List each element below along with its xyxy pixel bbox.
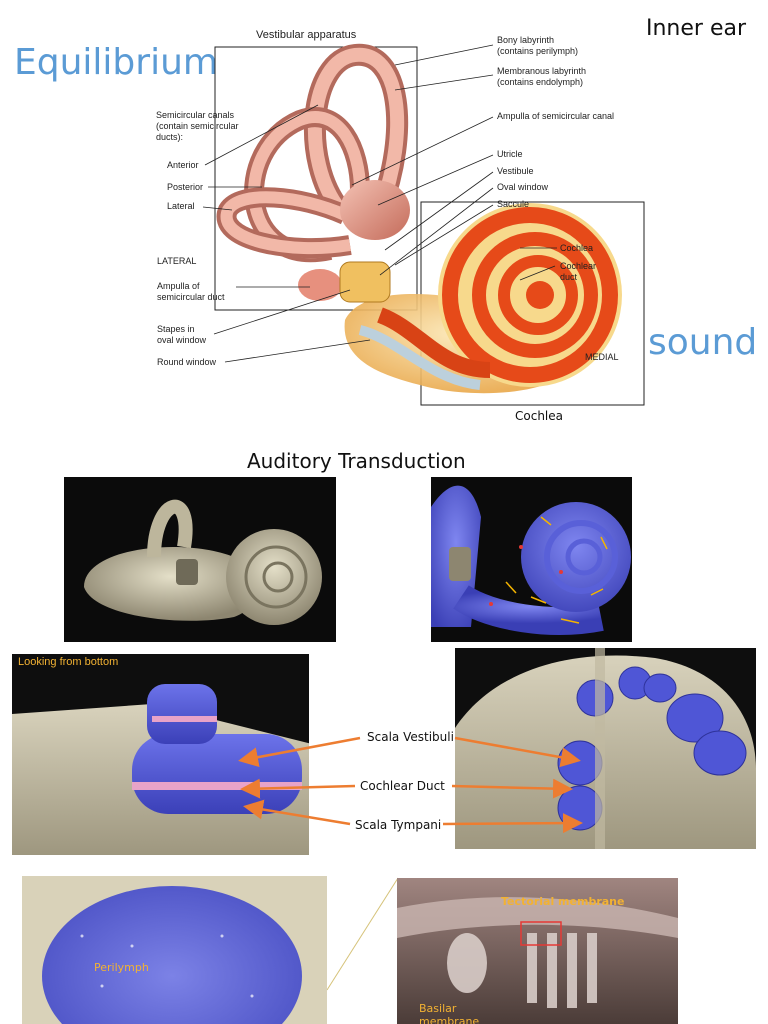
ampulla-canal-label: Ampulla of semicircular canal xyxy=(497,111,615,121)
utricle-label: Utricle xyxy=(497,149,523,159)
vestibular-apparatus-label: Vestibular apparatus xyxy=(256,29,357,41)
tectorial-membrane-label: Tectorial membrane xyxy=(501,895,625,908)
basilar-membrane-label: Basilar membrane xyxy=(419,1002,480,1024)
equilibrium-heading: Equilibrium xyxy=(14,42,218,83)
cochlea-spiral xyxy=(438,203,622,387)
scala-tympani-label: Scala Tympani xyxy=(355,818,442,832)
organ-of-corti-image: Tectorial membrane Basilar membrane xyxy=(397,878,678,1024)
looking-from-bottom-label: Looking from bottom xyxy=(18,656,119,668)
sound-heading: sound xyxy=(648,322,758,363)
cochlea-caption: Cochlea xyxy=(515,409,563,423)
bony-labyrinth-label: Bony labyrinth (contains perilymph) xyxy=(497,35,579,56)
utricle-shape xyxy=(340,180,410,240)
perilymph-label: Perilymph xyxy=(94,961,149,974)
round-window-label: Round window xyxy=(157,357,217,367)
ampulla-shape xyxy=(298,269,342,301)
fluid-flow-image xyxy=(431,477,632,642)
cochlear-tube xyxy=(376,307,491,378)
ampulla-duct-label: Ampulla of semicircular duct xyxy=(157,281,225,302)
membranous-labyrinth-label: Membranous labyrinth (contains endolymph… xyxy=(497,66,587,87)
anterior-label: Anterior xyxy=(167,160,199,170)
inner-ear-heading: Inner ear xyxy=(646,16,747,41)
cochlea-bottom-view-image: Looking from bottom xyxy=(12,654,309,855)
vestibule-label: Vestibule xyxy=(497,166,534,176)
lateral-orientation-label: LATERAL xyxy=(157,256,197,266)
oval-window-label: Oval window xyxy=(497,182,549,192)
scala-vestibuli-label: Scala Vestibuli xyxy=(367,730,454,744)
lateral-canal-label: Lateral xyxy=(167,201,195,211)
bony-cochlea-image xyxy=(64,477,336,642)
auditory-transduction-title: Auditory Transduction xyxy=(247,449,466,473)
cochlear-duct-label: Cochlear duct xyxy=(560,261,597,282)
cochlea-cross-section-image xyxy=(455,648,756,849)
cochlea-label: Cochlea xyxy=(560,243,594,253)
stapes-shape xyxy=(339,261,391,303)
perilymph-image: Perilymph xyxy=(22,876,327,1024)
saccule-label: Saccule xyxy=(497,199,530,209)
inner-ear-diagram xyxy=(202,43,645,406)
cochlear-duct-center-label: Cochlear Duct xyxy=(360,779,445,793)
medial-label: MEDIAL xyxy=(585,352,619,362)
posterior-label: Posterior xyxy=(167,182,204,192)
vestibular-box xyxy=(214,46,418,311)
semicircular-canals-label: Semicircular canals (contain semicircula… xyxy=(156,110,239,142)
stapes-label: Stapes in oval window xyxy=(157,324,207,345)
